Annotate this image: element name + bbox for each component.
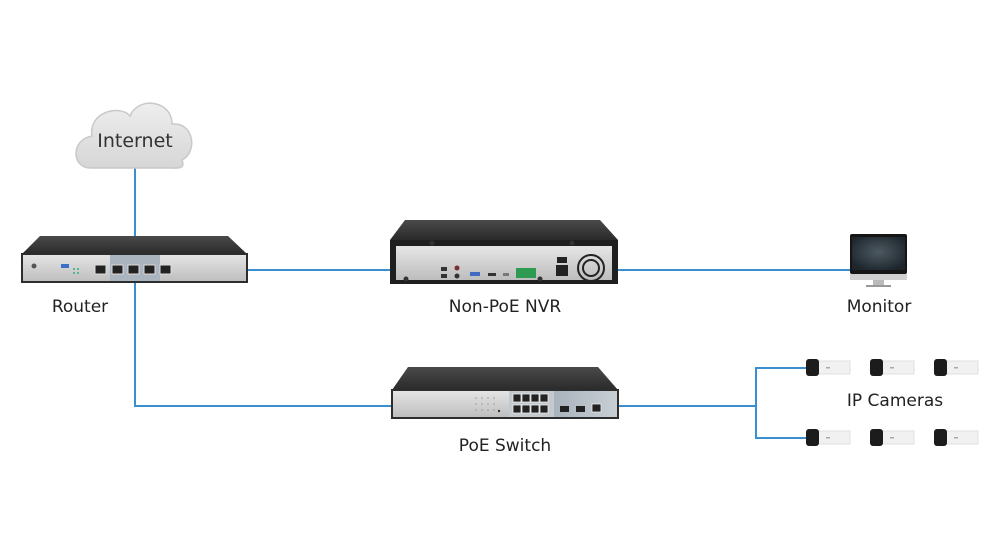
- ip-camera-icon: [806, 429, 851, 446]
- terminal-block-icon: [516, 268, 536, 278]
- link-cameras-top: [755, 367, 808, 439]
- ip-camera-icon: [934, 429, 979, 446]
- router-ethernet-ports: [94, 264, 172, 275]
- power-inlet-icon: [556, 265, 568, 276]
- ip-camera-icon: [870, 429, 915, 446]
- ip-camera-icon: [806, 359, 851, 376]
- poe-switch-uplink-port: [591, 403, 602, 413]
- ip-cameras-label: IP Cameras: [846, 391, 944, 411]
- poe-switch-sfp-ports: [560, 406, 585, 412]
- monitor-label: Monitor: [846, 297, 912, 317]
- links: [134, 168, 850, 439]
- ip-cameras: [806, 359, 979, 446]
- internet-cloud-icon: [75, 102, 193, 169]
- usb-port-icon: [61, 264, 69, 268]
- fan-icon: [577, 254, 605, 282]
- nvr-label: Non-PoE NVR: [448, 297, 562, 317]
- nvr-ethernet-port-icon: [441, 267, 447, 271]
- router-label: Router: [51, 297, 109, 317]
- vga-port-icon: [470, 272, 480, 276]
- poe-switch-device: [391, 367, 619, 419]
- ip-camera-icon: [934, 359, 979, 376]
- ip-camera-icon: [870, 359, 915, 376]
- poe-switch-rj45-ports: [512, 393, 549, 414]
- monitor-device: [850, 234, 907, 287]
- router-device: [21, 236, 248, 283]
- poe-switch-label: PoE Switch: [458, 436, 552, 456]
- link-router-switch: [134, 283, 392, 407]
- hdmi-port-icon: [488, 273, 496, 276]
- power-switch-icon: [557, 257, 567, 263]
- internet-label: Internet: [97, 130, 173, 152]
- router-logo-icon: [31, 263, 37, 269]
- nvr-device: [390, 220, 618, 284]
